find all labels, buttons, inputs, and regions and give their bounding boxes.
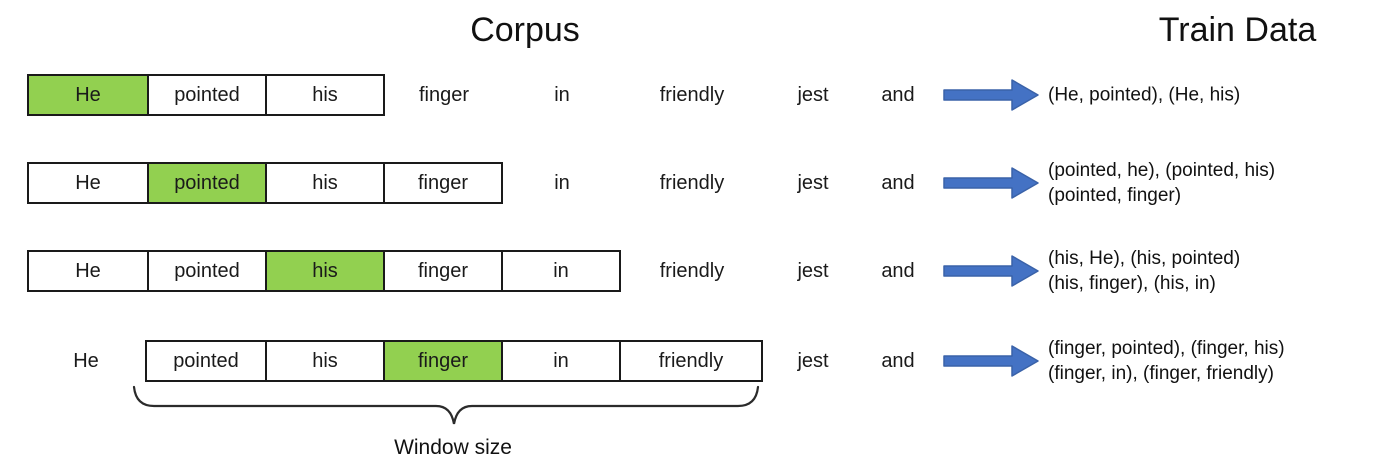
train-pairs-row-2: (pointed, he), (pointed, his) (pointed, … <box>1048 158 1275 208</box>
corpus-row-2: He pointed his finger in friendly jest a… <box>0 160 1373 206</box>
train-pairs-line: (finger, pointed), (finger, his) <box>1048 338 1285 359</box>
corpus-word-and: and <box>881 259 915 282</box>
right-arrow-icon <box>943 79 1039 111</box>
corpus-word-in: in <box>501 252 619 290</box>
train-pairs-line: (pointed, he), (pointed, his) <box>1048 160 1276 181</box>
window-size-brace <box>132 385 760 425</box>
train-pairs-row-3: (his, He), (his, pointed) (his, finger),… <box>1048 246 1240 296</box>
train-pairs-row-1: (He, pointed), (He, his) <box>1048 83 1240 108</box>
corpus-row-3: He pointed his finger in friendly jest a… <box>0 248 1373 294</box>
corpus-word-jest: jest <box>797 349 829 372</box>
train-pairs-line: (pointed, finger) <box>1048 185 1182 206</box>
corpus-word-he-highlighted: He <box>29 76 147 114</box>
right-arrow-icon <box>943 255 1039 287</box>
corpus-word-friendly: friendly <box>659 83 725 106</box>
corpus-word-his: his <box>265 164 383 202</box>
corpus-word-and: and <box>881 83 915 106</box>
corpus-word-friendly: friendly <box>659 259 725 282</box>
corpus-row-4: He pointed his finger in friendly jest a… <box>0 338 1373 384</box>
corpus-word-his: his <box>265 342 383 380</box>
train-pairs-line: (his, finger), (his, in) <box>1048 273 1216 294</box>
right-arrow-icon <box>943 345 1039 377</box>
corpus-word-he: He <box>75 259 101 282</box>
corpus-word-finger-highlighted: finger <box>383 342 501 380</box>
corpus-word-jest: jest <box>797 259 829 282</box>
corpus-word-pointed: pointed <box>147 252 265 290</box>
train-pairs-line: (He, pointed), (He, his) <box>1048 84 1241 106</box>
context-window-row-3: He pointed his finger in <box>27 250 621 292</box>
context-window-row-1: He pointed his <box>27 74 385 116</box>
train-pairs-line: (finger, in), (finger, friendly) <box>1048 363 1274 384</box>
corpus-word-his: his <box>265 76 383 114</box>
corpus-word-in: in <box>554 171 570 194</box>
corpus-word-his-highlighted: his <box>265 252 383 290</box>
corpus-word-he: He <box>75 171 101 194</box>
corpus-word-in: in <box>554 83 570 106</box>
train-pairs-line: (his, He), (his, pointed) <box>1048 248 1241 269</box>
corpus-word-finger: finger <box>418 83 470 106</box>
context-window-row-4: pointed his finger in friendly <box>145 340 763 382</box>
corpus-word-in: in <box>501 342 619 380</box>
train-pairs-row-4: (finger, pointed), (finger, his) (finger… <box>1048 336 1285 386</box>
corpus-word-pointed-highlighted: pointed <box>147 164 265 202</box>
corpus-word-friendly: friendly <box>619 342 761 380</box>
window-size-label: Window size <box>394 436 512 459</box>
corpus-word-finger: finger <box>383 252 501 290</box>
corpus-word-and: and <box>881 349 915 372</box>
corpus-word-friendly: friendly <box>659 171 725 194</box>
row-spacer <box>0 340 27 382</box>
corpus-word-pointed: pointed <box>147 76 265 114</box>
context-window-row-2: He pointed his finger <box>27 162 503 204</box>
row-spacer <box>0 250 27 292</box>
train-data-title: Train Data <box>1158 11 1317 49</box>
corpus-word-pointed: pointed <box>173 349 239 372</box>
corpus-word-he: He <box>73 349 99 372</box>
corpus-word-jest: jest <box>797 83 829 106</box>
right-arrow-icon <box>943 167 1039 199</box>
row-spacer <box>0 74 27 116</box>
row-spacer <box>0 162 27 204</box>
corpus-title: Corpus <box>470 11 580 49</box>
corpus-word-and: and <box>881 171 915 194</box>
corpus-row-1: He pointed his finger in friendly jest a… <box>0 74 1373 116</box>
corpus-word-finger: finger <box>383 164 501 202</box>
corpus-word-jest: jest <box>797 171 829 194</box>
